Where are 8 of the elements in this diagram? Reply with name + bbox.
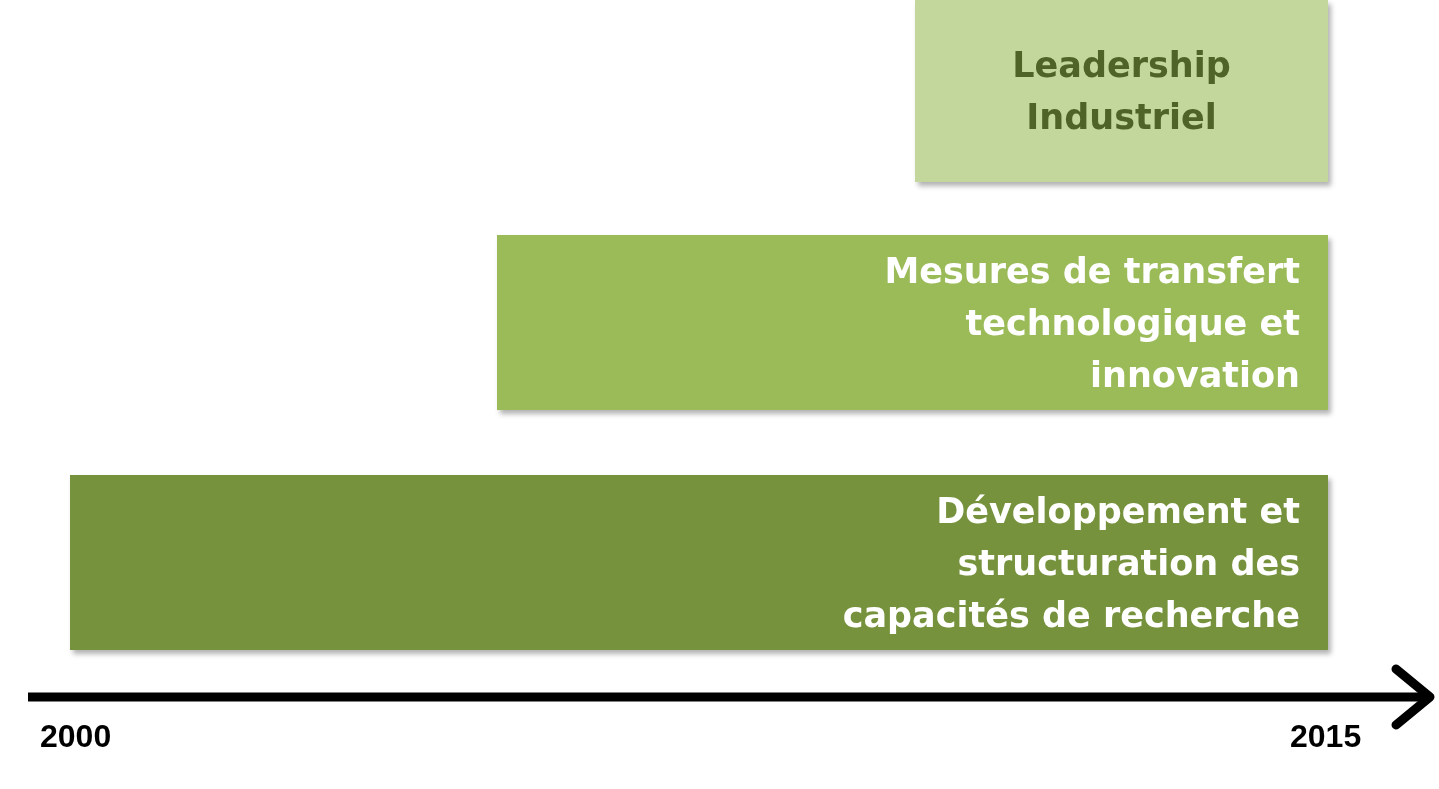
year-label: 2000 (40, 718, 112, 755)
timeline-bar (915, 0, 1328, 182)
bar-label: Développement et structuration des capacités de recherche (841, 489, 1300, 637)
bar-label: Mesures de transfert technologique et innovation (883, 249, 1300, 397)
year-label: 2015 (1290, 718, 1362, 755)
timeline-bar (70, 475, 1328, 650)
bar-label: Leadership Industriel (1011, 44, 1232, 139)
timeline-bar (497, 235, 1328, 410)
